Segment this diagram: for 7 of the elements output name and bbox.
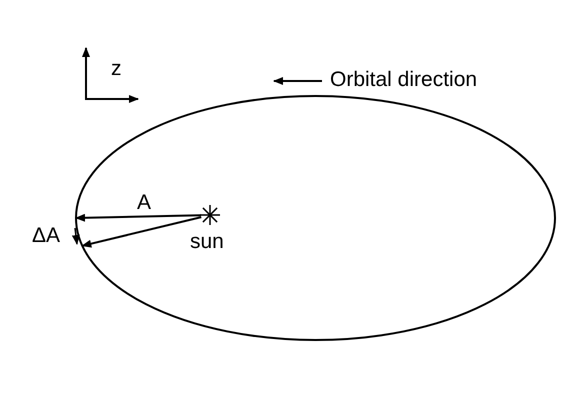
- arrow: [81, 216, 202, 248]
- sun-label: sun: [190, 231, 224, 253]
- axis-label: z: [111, 58, 122, 80]
- direction-label: Orbital direction: [330, 69, 478, 91]
- delta-label: ΔA: [32, 225, 60, 247]
- orbit-ellipse: [75, 95, 556, 341]
- arrow: [75, 214, 202, 222]
